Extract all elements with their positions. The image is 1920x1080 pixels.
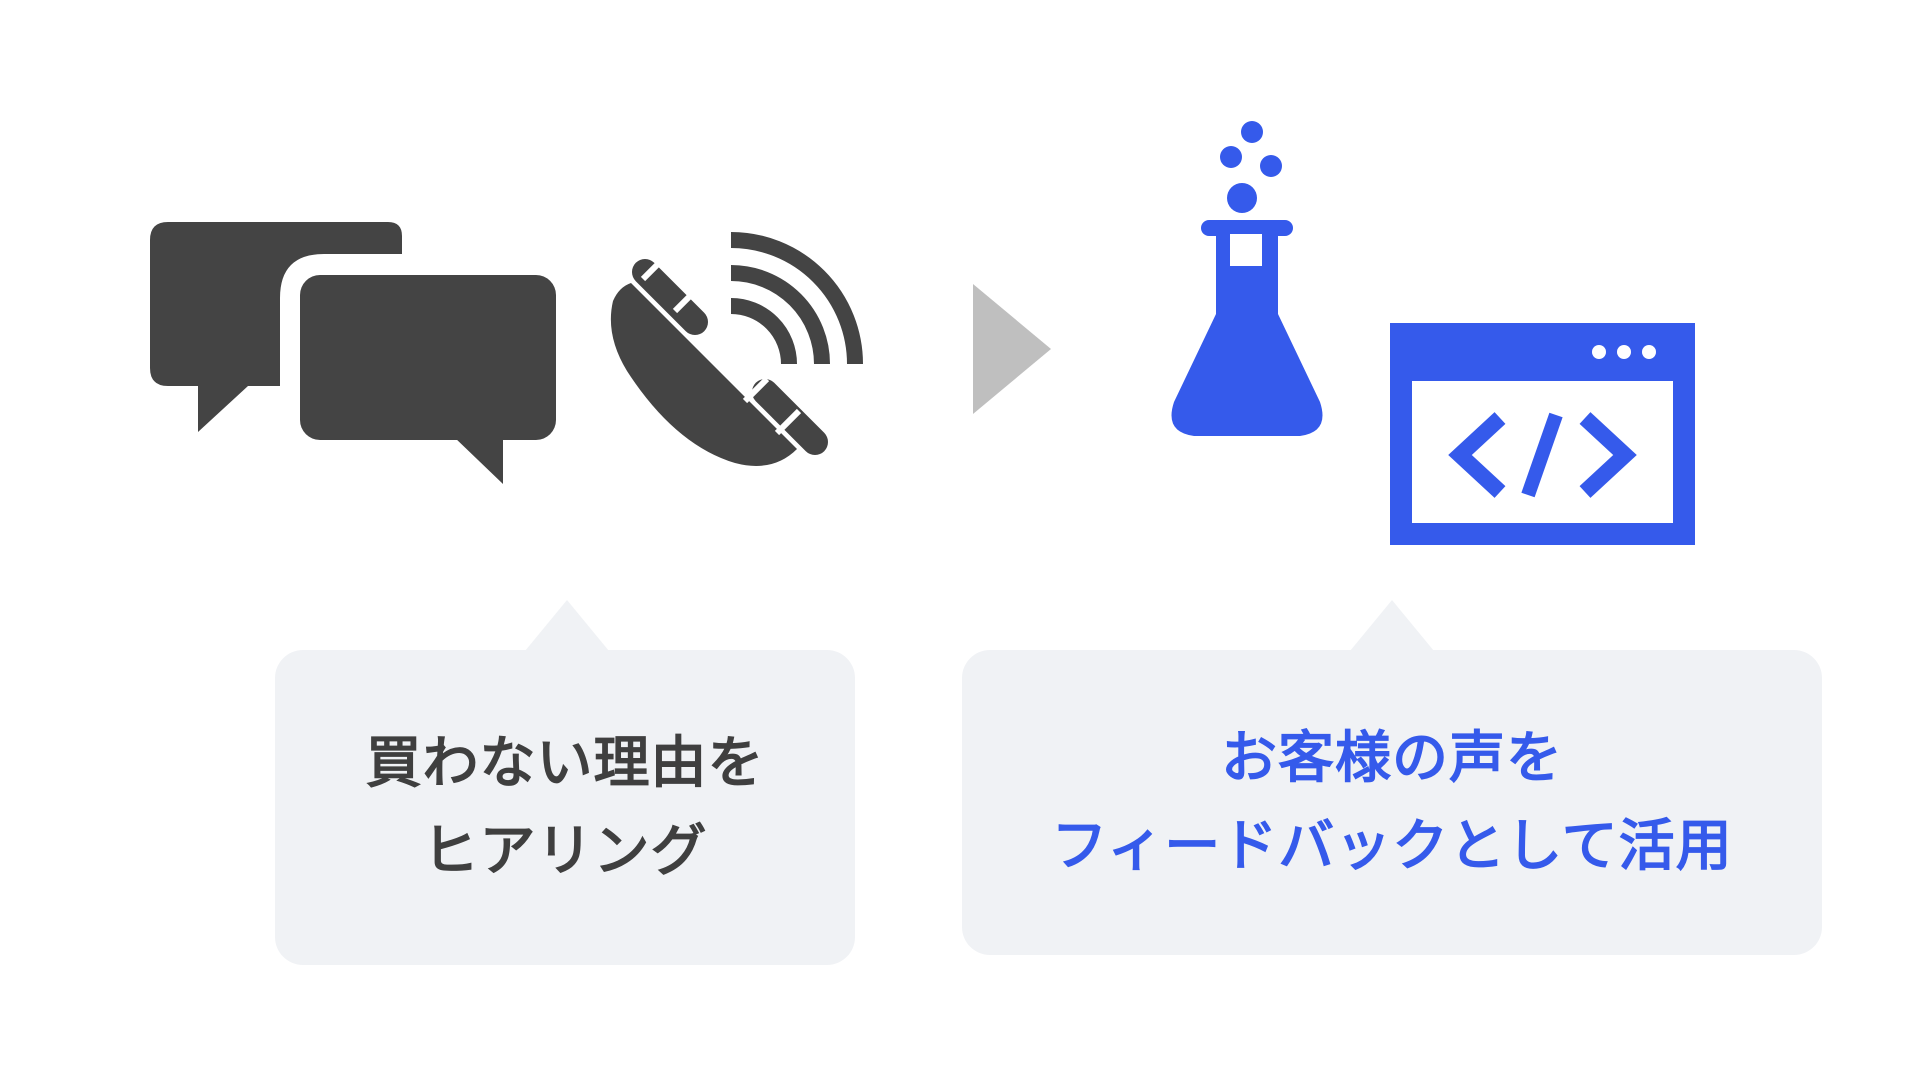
- left-caption-bubble: 買わない理由を ヒアリング: [275, 600, 855, 965]
- flask-icon: [1168, 120, 1328, 440]
- left-caption-line1: 買わない理由を: [365, 730, 765, 796]
- chat-bubbles-icon: [148, 220, 558, 490]
- right-caption-line2: フィードバックとして活用: [1051, 813, 1733, 879]
- right-caption-bubble: お客様の声を フィードバックとして活用: [962, 600, 1822, 955]
- right-triangle-arrow-icon: [973, 284, 1053, 414]
- phone-icon: [605, 225, 865, 475]
- right-bubble-pointer: [1350, 600, 1434, 651]
- left-caption-line2: ヒアリング: [422, 818, 708, 884]
- left-bubble-pointer: [525, 600, 609, 651]
- code-window-icon: [1390, 323, 1695, 545]
- right-caption-line1: お客様の声を: [1221, 725, 1563, 791]
